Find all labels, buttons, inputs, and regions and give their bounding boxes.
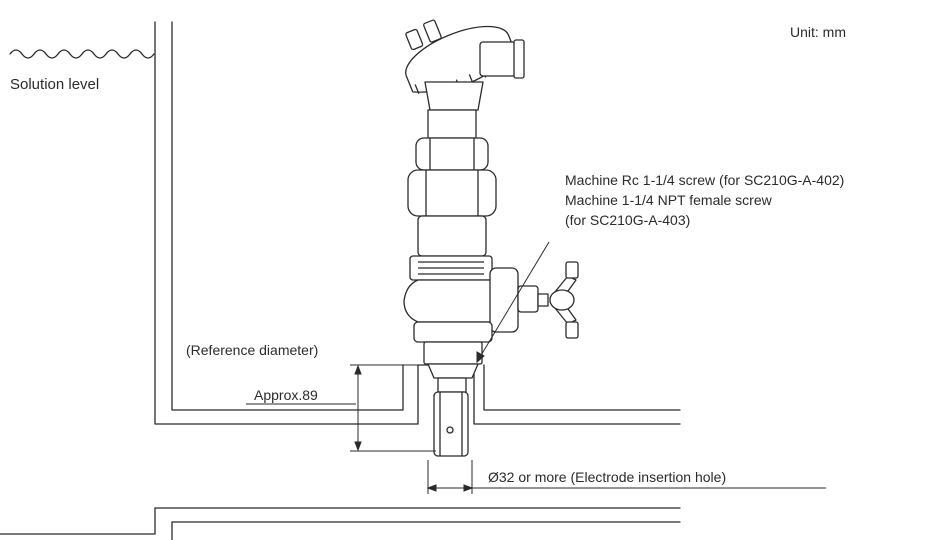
electrode-neck (437, 377, 467, 393)
screw-label-line-2: Machine 1-1/4 NPT female screw (565, 192, 772, 208)
tank-wall-right-inner (483, 364, 681, 411)
electrode-sleeve (433, 391, 469, 457)
electrode-hole (446, 426, 454, 434)
screw-leader-line (476, 241, 550, 363)
valve-stem (537, 293, 549, 307)
hole-arrow-left (426, 484, 437, 492)
hex-nut-2 (407, 169, 497, 217)
bottom-step-outer (0, 507, 681, 535)
hex-nut-1 (415, 137, 489, 171)
adapter (423, 341, 483, 365)
reference-diameter-label: (Reference diameter) (186, 342, 319, 358)
unit-label: Unit: mm (790, 24, 846, 40)
screw-leader-arrow (476, 351, 485, 364)
tank-wall-outer (154, 21, 429, 425)
ref-arrow-up (354, 364, 362, 375)
hole-arrow-right (463, 484, 474, 492)
valve-collar (517, 285, 539, 313)
cable-gland-cap (513, 39, 525, 79)
valve-handle-knob-top (565, 261, 579, 279)
head-neck (424, 81, 484, 111)
sensor-assembly (403, 19, 579, 457)
tank-wall-right-outer (469, 364, 681, 425)
valve-handle-knob-bottom (565, 321, 579, 339)
solution-level-wave (9, 49, 155, 59)
solution-level-label: Solution level (10, 76, 100, 93)
stem-upper (427, 109, 477, 139)
tank-wall-inner (171, 21, 404, 411)
approx-dimension-label: Approx.89 (254, 387, 318, 403)
coupling (417, 215, 487, 257)
ref-arrow-down (354, 441, 362, 452)
cable-gland (479, 41, 517, 77)
adapter-taper (427, 363, 479, 379)
valve-handle-hub (549, 289, 575, 311)
screw-label-line-3: (for SC210G-A-403) (565, 212, 691, 228)
insertion-hole-label: Ø32 or more (Electrode insertion hole) (488, 469, 727, 485)
screw-label-line-1: Machine Rc 1-1/4 screw (for SC210G-A-402… (565, 172, 845, 188)
lower-nut (413, 321, 493, 343)
bottom-step-inner (171, 521, 681, 540)
